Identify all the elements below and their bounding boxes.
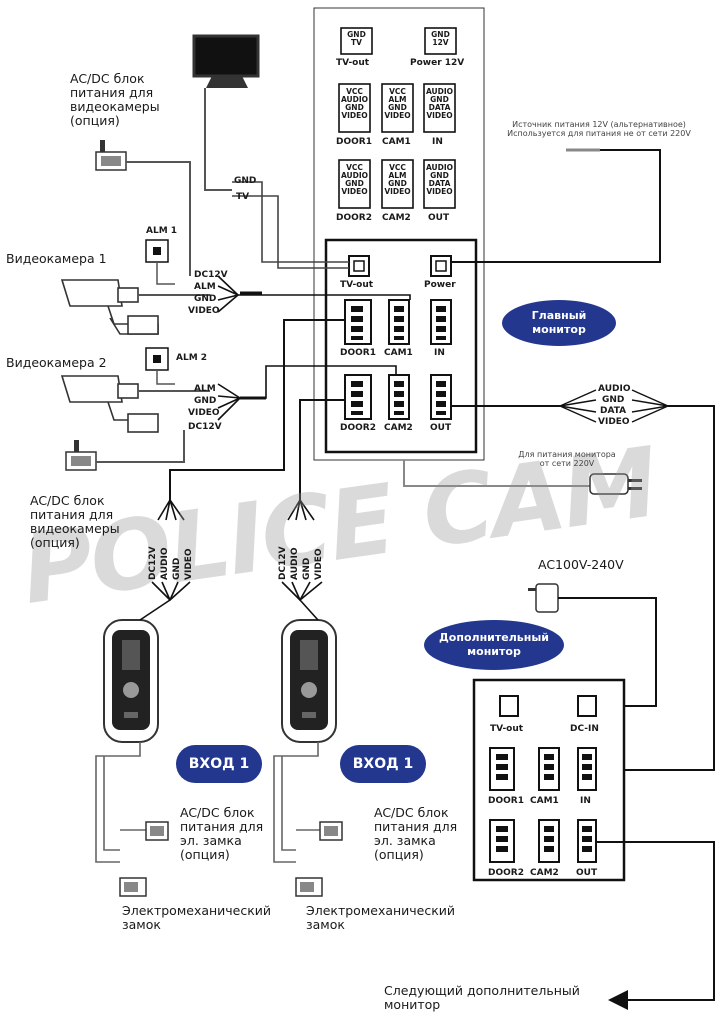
label-door1-panel: DOOR1 — [340, 348, 376, 358]
label-cam2-panel: CAM2 — [384, 423, 413, 433]
lock-1-label: Электромеханический замок — [122, 903, 272, 932]
cam2-wire-2: VIDEO — [188, 408, 220, 418]
out-wire-0: AUDIO — [598, 384, 631, 394]
box-in: AUDIO GND DATA VIDEO — [425, 87, 454, 120]
label-cam1-top: CAM1 — [382, 137, 411, 147]
label-door2-panel: DOOR2 — [340, 423, 376, 433]
label-cam2-top: CAM2 — [382, 213, 411, 223]
aux-label-door1: DOOR1 — [488, 796, 524, 806]
cam2-wire-3: DC12V — [188, 422, 222, 432]
mains-plug-1 — [589, 473, 642, 495]
label-power12v-top: Power 12V — [410, 58, 465, 68]
label-tvout-panel: TV-out — [340, 280, 374, 290]
box-cam1: VCC ALM GND VIDEO — [384, 87, 411, 120]
ac-voltage-label: AC100V-240V — [538, 557, 624, 572]
aux-label-tvout: TV-out — [490, 724, 524, 734]
alm2-label: ALM 2 — [176, 353, 208, 363]
cam2-wire-0: ALM — [194, 384, 216, 394]
psu-lock-1-label: AC/DC блок питания для эл. замка (опция) — [180, 805, 264, 862]
label-out-top: OUT — [428, 213, 450, 223]
label-power-panel: Power — [424, 280, 456, 290]
entry-1-badge: ВХОД 1 — [176, 745, 262, 783]
cam1-wire-1: ALM — [194, 282, 216, 292]
mains-note: Для питания монитора от сети 220V — [518, 450, 616, 468]
lock-psu-2 — [319, 821, 343, 841]
camera-2-label: Видеокамера 2 — [6, 355, 107, 370]
door2-wire-3: VIDEO — [314, 548, 324, 580]
entry-2-badge: ВХОД 1 — [340, 745, 426, 783]
door1-wire-1: AUDIO — [160, 547, 170, 580]
tv-tv-label: TV — [236, 192, 250, 202]
camera-1-icon — [60, 279, 159, 335]
aux-label-out: OUT — [576, 868, 598, 878]
door1-wire-2: GND — [172, 557, 182, 580]
label-cam1-panel: CAM1 — [384, 348, 413, 358]
cam1-wire-0: DC12V — [194, 270, 228, 280]
box-tvout: GND TV — [347, 30, 366, 47]
camera-1-label: Видеокамера 1 — [6, 251, 107, 266]
cam2-wire-1: GND — [194, 396, 217, 406]
door-station-2 — [281, 619, 337, 743]
out-wire-3: VIDEO — [598, 417, 630, 427]
cam1-wire-2: GND — [194, 294, 217, 304]
psu-cam-2-plug — [65, 440, 97, 471]
lock-2-label: Электромеханический замок — [306, 903, 456, 932]
label-out-panel: OUT — [430, 423, 452, 433]
box-power: GND 12V — [431, 30, 450, 47]
next-monitor-label: Следующий дополнительный монитор — [384, 983, 580, 1012]
label-door1-top: DOOR1 — [336, 137, 372, 147]
psu-lock-2-label: AC/DC блок питания для эл. замка (опция) — [374, 805, 458, 862]
box-door2: VCC AUDIO GND VIDEO — [340, 163, 369, 196]
door1-wire-0: DC12V — [148, 546, 158, 580]
box-out: AUDIO GND DATA VIDEO — [425, 163, 454, 196]
label-in-panel: IN — [434, 348, 445, 358]
main-monitor-badge: Главный монитор — [502, 300, 616, 346]
door2-wire-0: DC12V — [278, 546, 288, 580]
aux-label-in: IN — [580, 796, 591, 806]
tv-screen — [192, 34, 260, 78]
box-door1: VCC AUDIO GND VIDEO — [340, 87, 369, 120]
door2-wire-1: AUDIO — [290, 547, 300, 580]
mains-plug-2 — [528, 583, 559, 613]
lock-psu-1 — [145, 821, 169, 841]
out-wire-1: GND — [602, 395, 625, 405]
psu-camera-2-label: AC/DC блок питания для видеокамеры (опци… — [30, 493, 120, 550]
box-cam2: VCC ALM GND VIDEO — [384, 163, 411, 196]
door1-wire-3: VIDEO — [184, 548, 194, 580]
lock-1-icon — [119, 877, 147, 897]
aux-label-cam2: CAM2 — [530, 868, 559, 878]
lock-2-icon — [295, 877, 323, 897]
alm1-label: ALM 1 — [146, 226, 178, 236]
cam1-wire-3: VIDEO — [188, 306, 220, 316]
door2-wire-2: GND — [302, 557, 312, 580]
psu-12v-note: Источник питания 12V (альтернативное) Ис… — [507, 120, 691, 138]
label-tvout-top: TV-out — [336, 58, 370, 68]
port-label-boxes — [338, 27, 457, 209]
door-station-1 — [103, 619, 159, 743]
aux-monitor-badge: Дополнительный монитор — [424, 620, 564, 670]
label-door2-top: DOOR2 — [336, 213, 372, 223]
camera-2-icon — [60, 375, 159, 433]
tv-gnd-label: GND — [234, 176, 257, 186]
label-in-top: IN — [432, 137, 443, 147]
aux-label-door2: DOOR2 — [488, 868, 524, 878]
psu-cam-1-plug — [95, 140, 127, 171]
out-wire-2: DATA — [600, 406, 627, 416]
psu-camera-1-label: AC/DC блок питания для видеокамеры (опци… — [70, 71, 160, 128]
aux-label-dcin: DC-IN — [570, 724, 599, 734]
aux-label-cam1: CAM1 — [530, 796, 559, 806]
